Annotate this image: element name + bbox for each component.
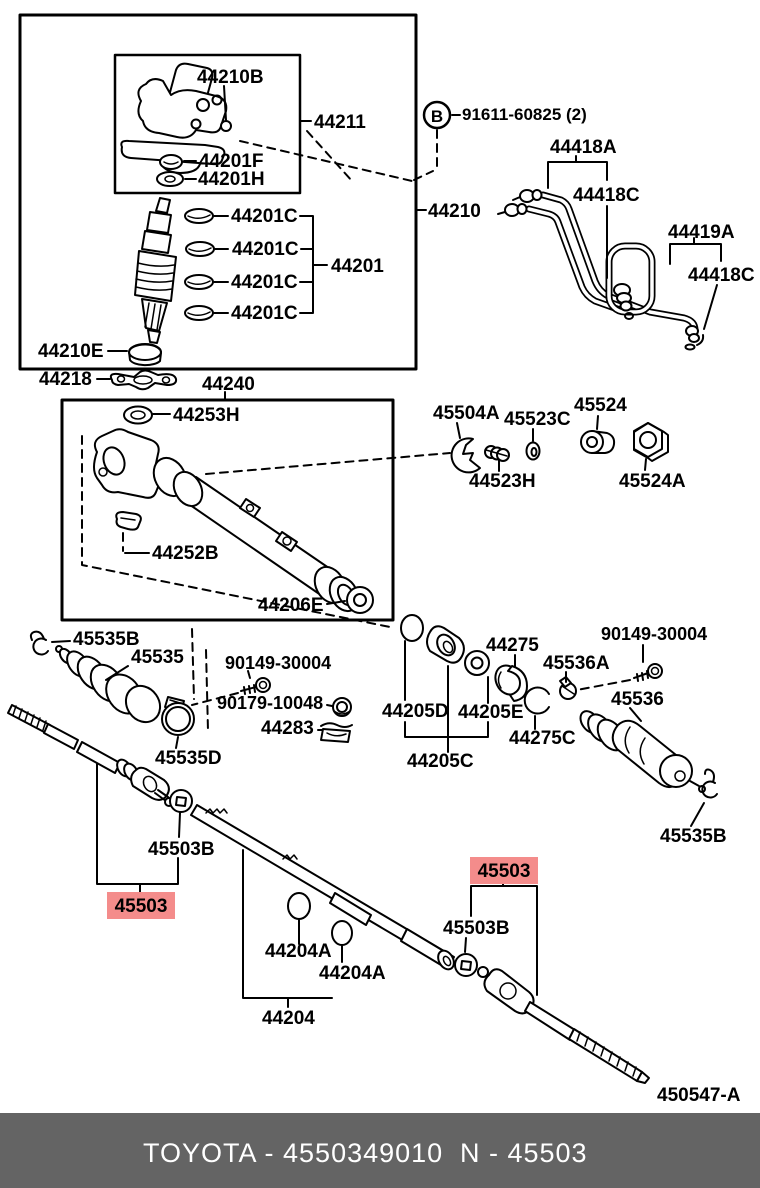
highlight-box[interactable] bbox=[470, 857, 538, 884]
callout-44201f: 44201F bbox=[199, 151, 263, 172]
callout-45524a: 45524A bbox=[619, 471, 686, 492]
rack-housing-art bbox=[81, 405, 451, 628]
callout-45535d: 45535D bbox=[155, 748, 222, 769]
gasket-art bbox=[96, 369, 226, 400]
valve-housing-art bbox=[120, 62, 312, 187]
group-box-44210 bbox=[18, 13, 418, 371]
callout-44201h: 44201H bbox=[198, 169, 265, 190]
highlight-label[interactable]: 45503 bbox=[115, 896, 168, 917]
callout-90149-30004-1: 90149-30004 bbox=[225, 653, 331, 673]
callout-44419a: 44419A bbox=[668, 222, 735, 243]
callout-44201: 44201 bbox=[331, 256, 384, 277]
callout-45524: 45524 bbox=[574, 395, 627, 416]
callout-44210b: 44210B bbox=[197, 67, 264, 88]
callout-44210: 44210 bbox=[428, 201, 481, 222]
left-tie-rod-art bbox=[7, 704, 193, 893]
footer-bar bbox=[0, 1113, 760, 1188]
callout-90149-30004-2: 90149-30004 bbox=[601, 624, 707, 644]
right-boot-art bbox=[579, 707, 718, 827]
callout-45535: 45535 bbox=[131, 647, 184, 668]
group-box-44211 bbox=[113, 53, 302, 195]
group-box-44240 bbox=[60, 398, 395, 622]
callout-45536: 45536 bbox=[611, 689, 664, 710]
callout-44205c: 44205C bbox=[407, 751, 474, 772]
callout-44201c-2: 44201C bbox=[232, 239, 299, 260]
callout-44275c: 44275C bbox=[509, 728, 576, 749]
footer-left-text: TOYOTA - 4550349010 bbox=[143, 1138, 443, 1168]
callout-45503b-2: 45503B bbox=[443, 918, 510, 939]
bushing-set-art bbox=[400, 614, 663, 753]
callout-90179-10048: 90179-10048 bbox=[217, 693, 323, 713]
callout-ref-code: 450547-A bbox=[657, 1085, 741, 1106]
callout-44204a-1: 44204A bbox=[265, 941, 332, 962]
callout-45523c: 45523C bbox=[504, 409, 571, 430]
callout-44252b: 44252B bbox=[152, 543, 219, 564]
callout-44204: 44204 bbox=[262, 1008, 315, 1029]
callout-44206e: 44206E bbox=[258, 595, 324, 616]
rack-bar-art bbox=[190, 804, 455, 1008]
adjuster-parts-art bbox=[450, 415, 669, 474]
left-boot-art bbox=[29, 628, 353, 749]
callout-45536a: 45536A bbox=[543, 653, 610, 674]
callout-91611-60825: 91611-60825 (2) bbox=[462, 105, 587, 124]
callout-44240: 44240 bbox=[202, 374, 255, 395]
callout-45504a: 45504A bbox=[433, 403, 500, 424]
callout-44201c-1: 44201C bbox=[231, 206, 298, 227]
callout-b-marker: B bbox=[431, 107, 443, 126]
callout-44418a: 44418A bbox=[550, 137, 617, 158]
callout-44283: 44283 bbox=[261, 718, 314, 739]
callout-44218: 44218 bbox=[39, 369, 92, 390]
dashed-leader-lines-top bbox=[239, 129, 438, 182]
callout-44201c-4: 44201C bbox=[231, 303, 298, 324]
highlighted-callout-45503-right[interactable]: 45503 bbox=[470, 857, 538, 884]
callout-44253h: 44253H bbox=[173, 405, 240, 426]
right-tie-rod-art bbox=[454, 882, 650, 1084]
pressure-tubes-art bbox=[415, 100, 722, 351]
callout-44418c-1: 44418C bbox=[573, 185, 640, 206]
callout-44523h: 44523H bbox=[469, 471, 536, 492]
callout-45503b-1: 45503B bbox=[148, 839, 215, 860]
callout-45535b-1: 45535B bbox=[73, 629, 140, 650]
footer-right-text: N - 45503 bbox=[460, 1138, 588, 1168]
callout-44205d: 44205D bbox=[382, 701, 449, 722]
oring-set-art bbox=[184, 208, 328, 321]
callout-44275: 44275 bbox=[486, 635, 539, 656]
callout-44418c-2: 44418C bbox=[688, 265, 755, 286]
callout-44205e: 44205E bbox=[458, 702, 524, 723]
callout-44211: 44211 bbox=[314, 112, 366, 133]
pinion-shaft-art bbox=[107, 197, 177, 367]
highlighted-callout-45503-left[interactable]: 45503 bbox=[107, 892, 175, 919]
callout-44204a-2: 44204A bbox=[319, 963, 386, 984]
callout-44210e: 44210E bbox=[38, 341, 104, 362]
highlight-box[interactable] bbox=[107, 892, 175, 919]
callout-45535b-2: 45535B bbox=[660, 826, 727, 847]
highlight-label[interactable]: 45503 bbox=[478, 861, 531, 882]
footer-plate: TOYOTA - 4550349010 N - 45503 bbox=[0, 1113, 760, 1188]
callout-44201c-3: 44201C bbox=[231, 272, 298, 293]
